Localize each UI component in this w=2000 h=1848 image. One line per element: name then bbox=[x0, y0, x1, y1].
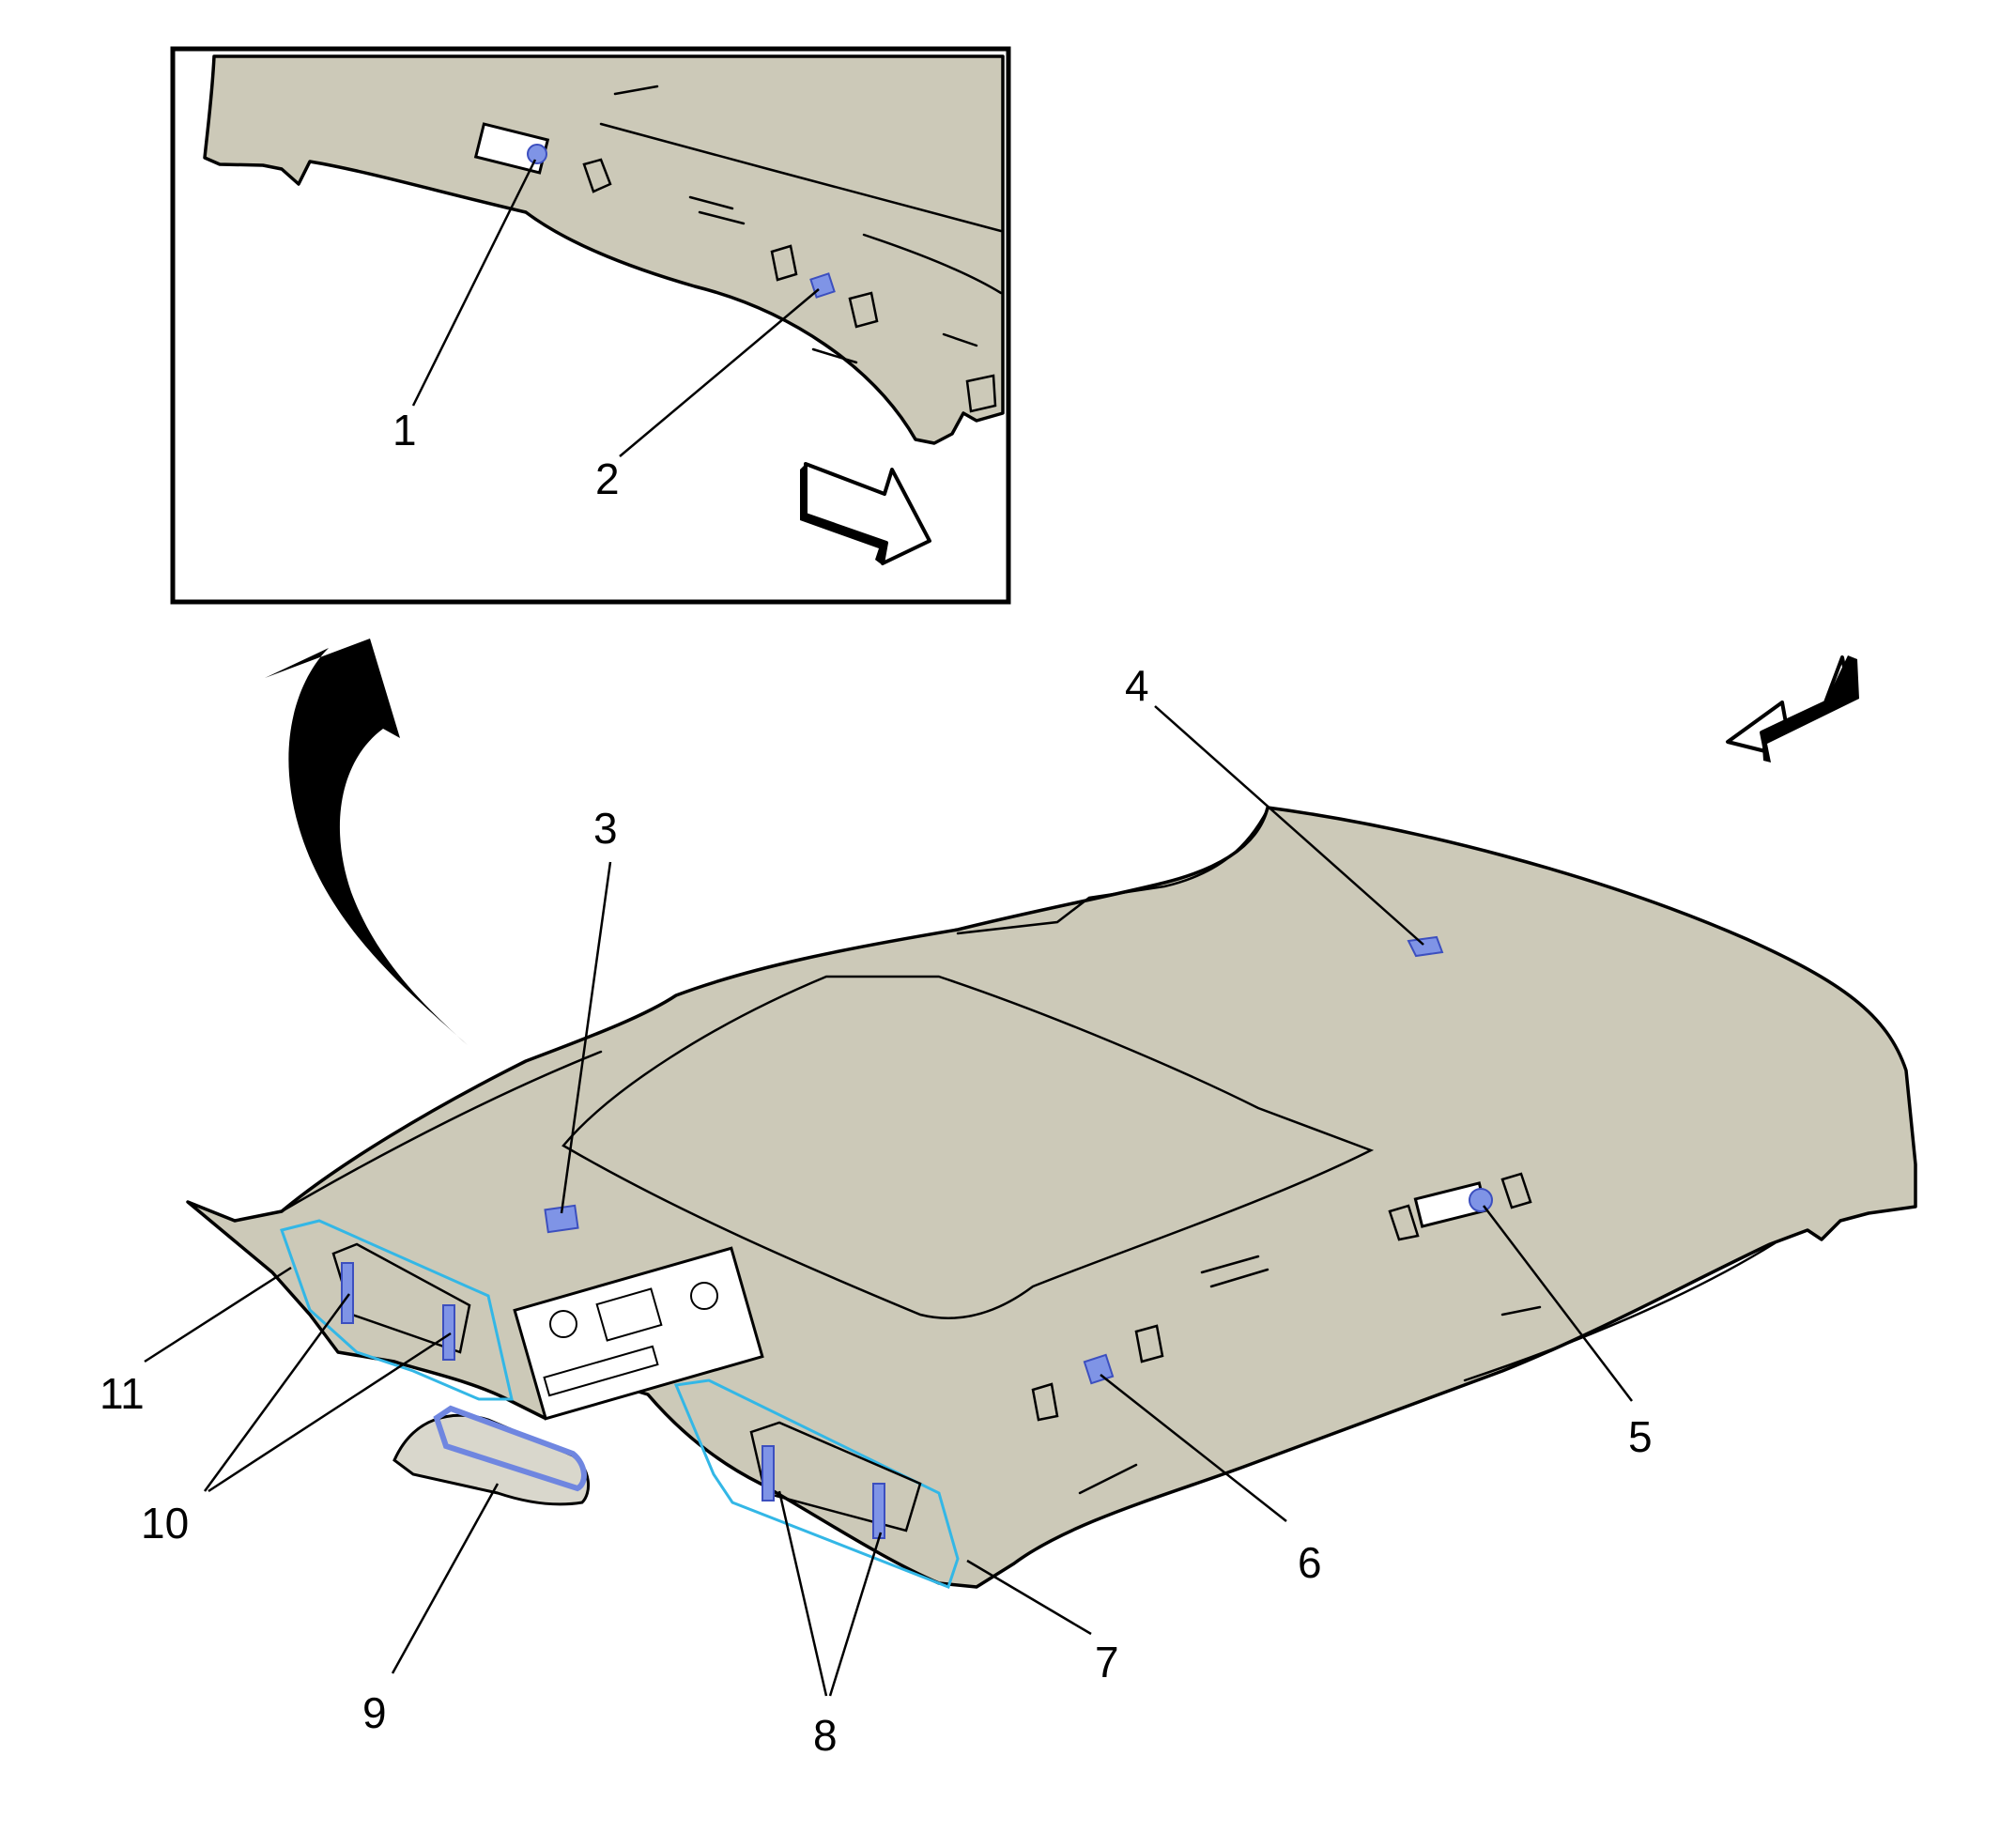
headliner-front-lip bbox=[280, 1050, 603, 1213]
inset-arrow-shadow bbox=[800, 464, 886, 565]
callout-1: 1 bbox=[392, 406, 417, 454]
leader-7 bbox=[966, 1559, 1092, 1636]
main-callouts: 3 4 5 6 7 8 9 10 11 bbox=[100, 661, 1653, 1760]
console-switch-2 bbox=[543, 1345, 659, 1397]
assist-handle-front-clip-b bbox=[1134, 1324, 1164, 1363]
detail-crease-5 bbox=[613, 85, 659, 96]
leader-9 bbox=[391, 1483, 500, 1674]
detail-clip-d bbox=[965, 374, 997, 413]
console-button-1 bbox=[549, 1310, 577, 1338]
headliner-surface bbox=[186, 806, 1917, 1589]
fastener-5 bbox=[1469, 1188, 1493, 1212]
vanity-lamp-right-b bbox=[872, 1483, 885, 1539]
callout-11: 11 bbox=[100, 1369, 145, 1418]
front-direction-arrow-main bbox=[1726, 655, 1859, 762]
leader-10b bbox=[208, 1332, 452, 1493]
crease-c bbox=[1078, 1463, 1138, 1495]
detail-clip-b bbox=[770, 244, 798, 282]
detail-crease-3 bbox=[811, 347, 858, 364]
callout-6: 6 bbox=[1298, 1538, 1322, 1587]
headliner-front-ridge bbox=[956, 808, 1269, 935]
leader-8a bbox=[777, 1490, 828, 1697]
detail-headliner-surface bbox=[203, 54, 1005, 445]
detail-inset: 1 2 bbox=[170, 46, 1011, 605]
detail-crease-1 bbox=[688, 195, 734, 210]
detail-clip-a bbox=[582, 158, 612, 193]
sunroof-opening bbox=[562, 975, 1375, 1319]
callout-3: 3 bbox=[593, 804, 618, 853]
detail-clip-c bbox=[848, 291, 879, 329]
callout-7: 7 bbox=[1095, 1638, 1119, 1686]
leader-3 bbox=[560, 861, 612, 1214]
callout-2: 2 bbox=[595, 454, 620, 503]
rear-view-mirror-glass bbox=[433, 1405, 587, 1492]
detail-roof-edge bbox=[599, 122, 1003, 233]
fastener-4 bbox=[1407, 935, 1444, 958]
vanity-lamp-left-a bbox=[341, 1262, 354, 1324]
callout-8: 8 bbox=[813, 1711, 838, 1760]
detail-crease-2 bbox=[698, 210, 746, 225]
leader-2 bbox=[619, 288, 820, 457]
leader-4 bbox=[1154, 705, 1424, 946]
detail-crease-4 bbox=[942, 332, 978, 347]
assist-handle-rear-clip-a bbox=[1388, 1204, 1420, 1241]
callout-9: 9 bbox=[362, 1688, 387, 1737]
crease-d bbox=[1500, 1305, 1542, 1317]
main-leaders bbox=[144, 705, 1633, 1697]
console-button-2 bbox=[690, 1282, 718, 1310]
leader-8b bbox=[828, 1532, 883, 1697]
leader-5 bbox=[1483, 1205, 1633, 1402]
headliner-main bbox=[186, 806, 1917, 1589]
vanity-lamp-right-a bbox=[762, 1445, 775, 1502]
fastener-6 bbox=[1083, 1353, 1115, 1385]
detail-roof-edge-2 bbox=[862, 233, 1003, 295]
detail-fastener-1 bbox=[527, 144, 547, 164]
sun-visor-left bbox=[280, 1219, 514, 1401]
sun-visor-right bbox=[673, 1378, 960, 1589]
fastener-3 bbox=[544, 1204, 579, 1234]
detail-view-curved-arrow-icon bbox=[265, 639, 468, 1045]
leader-10a bbox=[203, 1293, 351, 1492]
vanity-lamp-left-b bbox=[442, 1304, 455, 1361]
leader-11 bbox=[144, 1266, 292, 1363]
crease-a bbox=[1200, 1255, 1260, 1274]
callout-5: 5 bbox=[1628, 1412, 1653, 1461]
leader-6 bbox=[1100, 1374, 1287, 1522]
main-arrow-fill bbox=[1762, 655, 1859, 762]
assist-handle-front-clip-a bbox=[1031, 1382, 1059, 1422]
callout-4: 4 bbox=[1125, 661, 1149, 710]
crease-b bbox=[1209, 1268, 1269, 1288]
callout-10: 10 bbox=[141, 1499, 189, 1548]
leader-1 bbox=[411, 159, 537, 407]
assist-handle-rear-clip-b bbox=[1500, 1172, 1532, 1209]
console-switch-1 bbox=[595, 1287, 663, 1342]
headliner-rear-lip bbox=[1463, 1241, 1777, 1382]
